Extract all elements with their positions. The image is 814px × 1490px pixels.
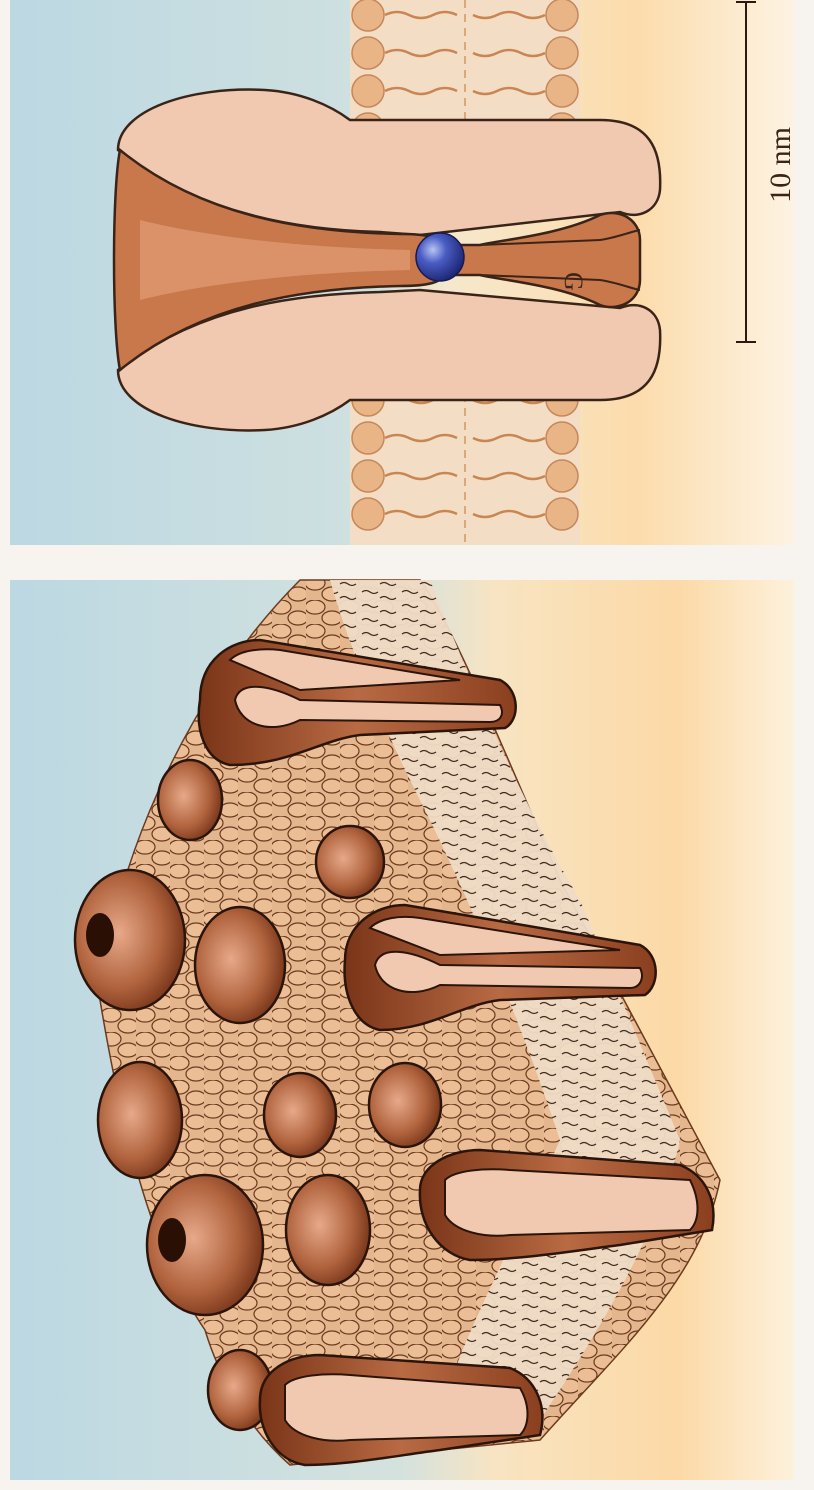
ion-icon (416, 233, 464, 281)
channel-cross-section-panel: G 10 nm (10, 0, 797, 545)
channel-label-G: G (559, 272, 588, 291)
scale-bar-label: 10 nm (764, 127, 797, 203)
gap-junction-plaque-panel (10, 580, 794, 1480)
gap-junction-channel-icon (114, 90, 660, 431)
